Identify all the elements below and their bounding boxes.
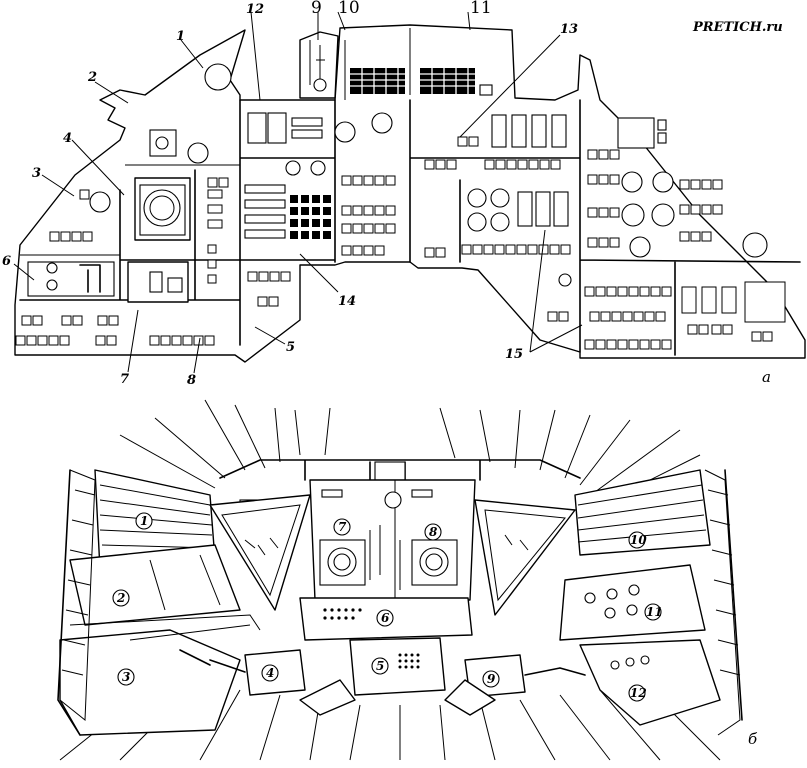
callout-a-7: 7 (120, 372, 129, 387)
callout-a-2: 2 (87, 70, 97, 85)
display-6 (27, 261, 115, 297)
callout-a-5: 5 (286, 340, 295, 355)
gauges-15 (467, 188, 569, 232)
right-window (474, 499, 576, 616)
center-pedestal (349, 637, 446, 696)
callout-b-12: 12 (630, 686, 647, 700)
knob (204, 63, 232, 91)
right-pedal (444, 679, 496, 716)
callout-a-9: 9 (311, 0, 322, 18)
callout-b-2: 2 (116, 591, 125, 605)
callout-b-11: 11 (646, 605, 663, 619)
callout-b-10: 10 (630, 533, 647, 547)
callout-b-6: 6 (381, 611, 390, 625)
callout-b-5: 5 (376, 659, 384, 673)
side-panel-12 (579, 639, 721, 726)
callout-b-1: 1 (140, 514, 148, 528)
callout-a-11: 11 (470, 0, 492, 18)
callout-b-8: 8 (429, 525, 438, 539)
side-panel-2 (69, 544, 241, 626)
cockpit-perspective-drawing: 1 2 3 4 5 6 7 8 9 10 11 12 б (57, 399, 758, 761)
panel-a-sub-label: а (762, 368, 771, 386)
callout-b-3: 3 (122, 670, 130, 684)
leader-lines (13, 11, 583, 374)
keypad-14 (244, 160, 331, 239)
callout-a-10: 10 (338, 0, 360, 18)
grille-11 (420, 68, 475, 94)
callout-a-15: 15 (505, 347, 523, 362)
grille-10 (350, 68, 405, 94)
left-window (209, 494, 311, 611)
site-watermark: PRETICH.ru (692, 20, 783, 35)
callout-b-9: 9 (487, 672, 496, 686)
left-pedal (299, 679, 356, 716)
side-panel-11 (559, 564, 706, 641)
callout-a-14: 14 (338, 294, 356, 309)
callout-a-3: 3 (32, 166, 41, 181)
panel-b-sub-label: б (748, 730, 758, 748)
display-4 (134, 177, 191, 241)
instrument-panel-diagram: 1 2 3 4 5 6 7 8 9 10 11 12 13 14 15 а (2, 0, 806, 388)
callout-a-4: 4 (63, 131, 72, 146)
callout-a-6: 6 (2, 254, 11, 269)
callout-a-12: 12 (246, 2, 264, 17)
callout-a-13: 13 (560, 22, 578, 37)
callout-a-8: 8 (187, 373, 196, 388)
side-panel-10 (574, 469, 711, 556)
callout-badges (112, 512, 662, 702)
callout-b-7: 7 (338, 520, 347, 534)
callout-b-4: 4 (266, 666, 274, 680)
switch-rows (15, 136, 786, 350)
callout-a-1: 1 (176, 29, 185, 44)
